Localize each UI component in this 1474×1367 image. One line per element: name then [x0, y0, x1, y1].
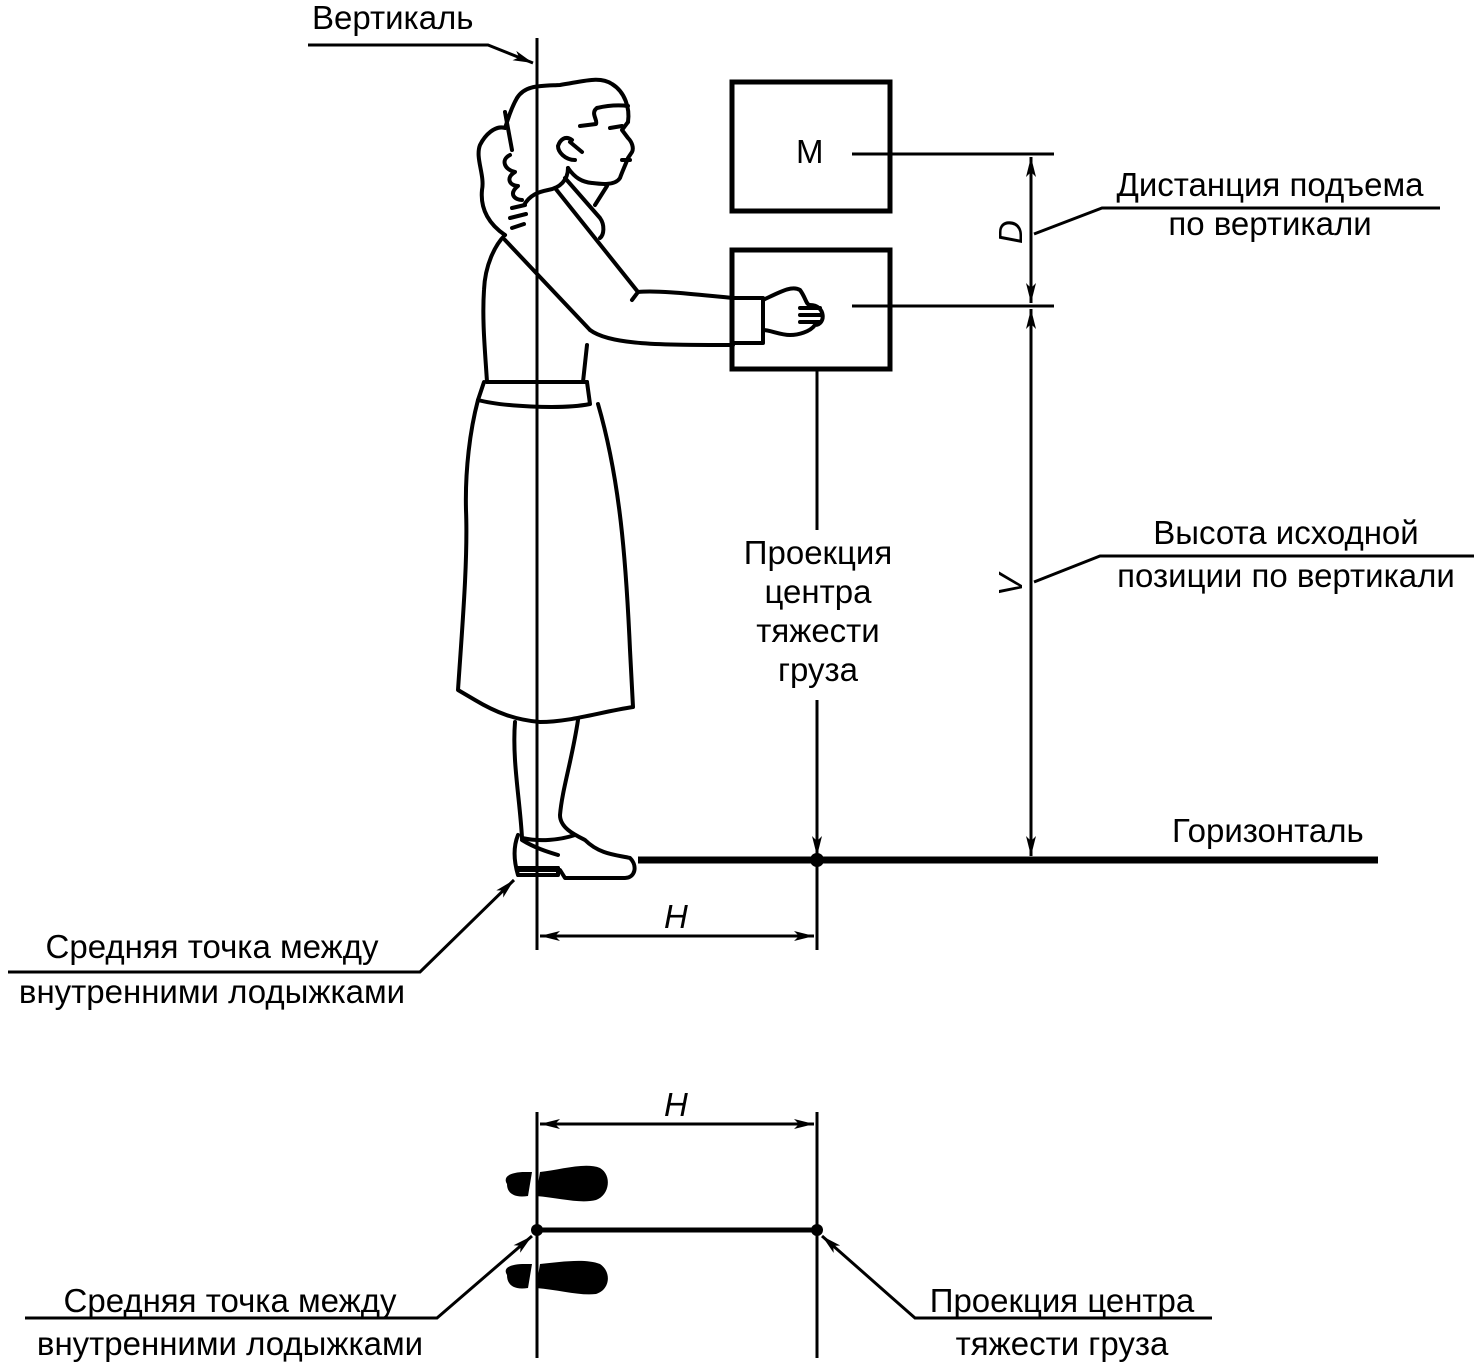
load-projection-side-line4: груза: [778, 651, 859, 688]
box-end-position: [729, 79, 893, 214]
midpoint-top-point: [531, 1224, 543, 1236]
load-projection-side-line3: тяжести: [756, 612, 879, 649]
start-height-leader: [1033, 554, 1474, 584]
load-projection-point-side: [810, 853, 824, 867]
load-projection-top-leader: [821, 1234, 1212, 1320]
load-projection-top-point: [811, 1224, 823, 1236]
lift-distance-label-line2: по вертикали: [1168, 205, 1371, 242]
midpoint-side-line2: внутренними лодыжками: [19, 973, 405, 1010]
box-start-position: [729, 247, 893, 372]
mass-label: M: [796, 133, 824, 170]
d-symbol: D: [992, 220, 1029, 244]
midpoint-side-leader: [8, 878, 516, 974]
person-icon: [456, 77, 825, 880]
h-symbol-side: H: [664, 898, 688, 935]
footprints-icon: [505, 1165, 608, 1295]
vertical-leader: [308, 43, 534, 65]
lift-distance-label-line1: Дистанция подъема: [1116, 166, 1424, 203]
load-projection-top-line2: тяжести груза: [956, 1325, 1169, 1362]
midpoint-top-leader: [25, 1234, 533, 1320]
h-symbol-top: H: [664, 1086, 688, 1123]
load-projection-top-line1: Проекция центра: [930, 1282, 1195, 1319]
vertical-label: Вертикаль: [312, 0, 474, 36]
load-projection-side-line2: центра: [765, 573, 873, 610]
midpoint-top-line1: Средняя точка между: [64, 1282, 397, 1319]
load-projection-side-line1: Проекция: [744, 534, 892, 571]
start-height-label-line2: позиции по вертикали: [1117, 557, 1455, 594]
start-height-label-line1: Высота исходной: [1153, 514, 1418, 551]
v-symbol: V: [992, 571, 1029, 596]
midpoint-top-line2: внутренними лодыжками: [37, 1325, 423, 1362]
midpoint-side-line1: Средняя точка между: [46, 928, 379, 965]
lift-distance-leader: [1033, 206, 1440, 236]
horizontal-label: Горизонталь: [1172, 812, 1364, 849]
